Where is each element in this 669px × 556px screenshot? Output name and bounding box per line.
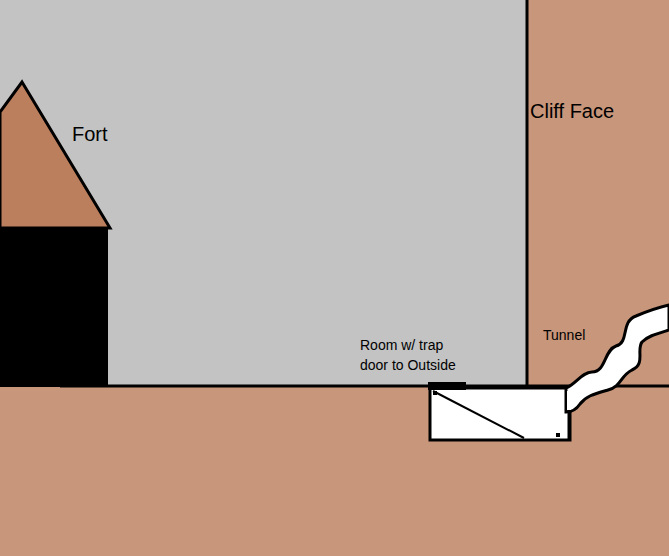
tunnel (566, 305, 669, 412)
tunnel-label: Tunnel (543, 326, 585, 344)
room-mark (556, 433, 560, 437)
fort-label: Fort (72, 122, 108, 146)
room-label: Room w/ trap door to Outside (360, 335, 468, 375)
cliff-face-line (526, 0, 529, 387)
trap-door (428, 382, 466, 390)
fort-wall (0, 228, 108, 387)
ladder (433, 391, 524, 438)
room (430, 388, 570, 440)
cliff-face-label: Cliff Face (530, 100, 614, 123)
room-mark (433, 391, 437, 395)
node-text: Tunnel (543, 326, 585, 344)
room-wall (568, 410, 571, 440)
fort-roof (0, 82, 110, 228)
node-text: Fort (72, 122, 108, 146)
tunnel-opening (567, 391, 571, 410)
sky-area (0, 0, 527, 386)
node-text: Room w/ trap door to Outside (360, 335, 468, 375)
